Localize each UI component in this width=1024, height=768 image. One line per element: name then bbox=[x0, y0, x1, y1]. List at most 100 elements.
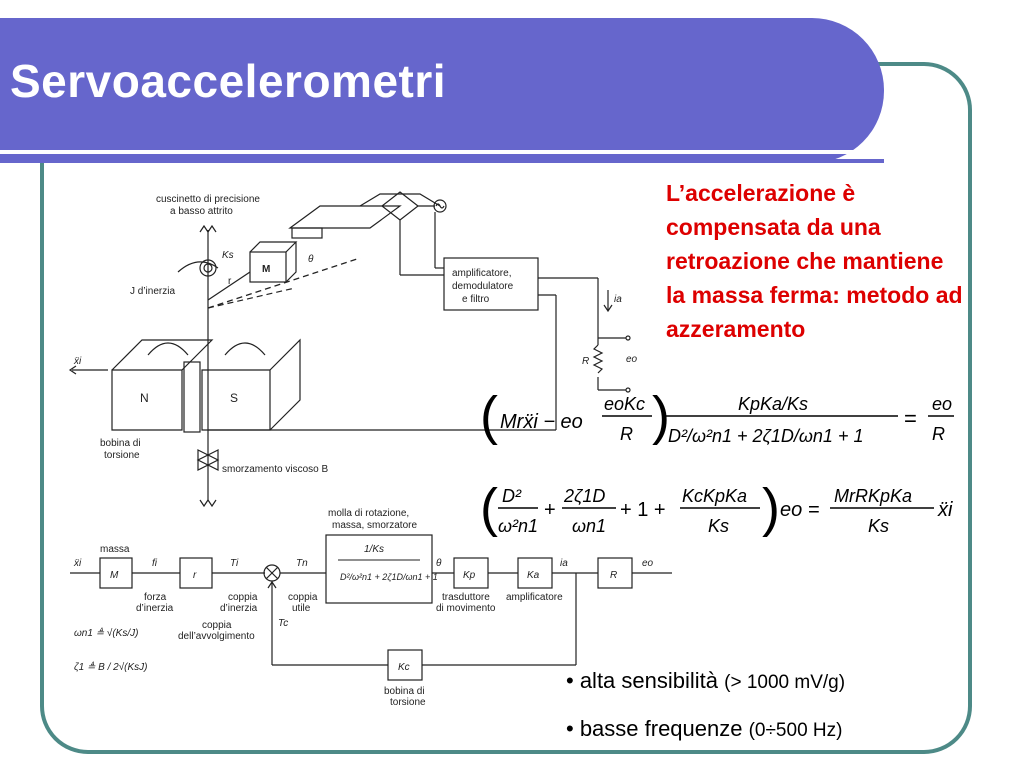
damper bbox=[196, 449, 220, 471]
resistor-R bbox=[592, 344, 604, 374]
bd-coppia-avv2: dell’avvolgimento bbox=[178, 631, 255, 642]
bullet-2-sub: (0÷500 Hz) bbox=[748, 720, 843, 741]
equation-2: ( D² ω²n1 + 2ζ1D ωn1 + 1 + KcKpKa Ks ) e… bbox=[480, 478, 953, 538]
mass-cube bbox=[249, 251, 287, 283]
bd-fi: fi bbox=[152, 558, 158, 569]
eq2-t1-num: D² bbox=[502, 486, 522, 506]
bd-trasd1: trasduttore bbox=[442, 592, 490, 603]
label-basso-attrito: a basso attrito bbox=[170, 206, 233, 217]
bullet-sensitivity: • alta sensibilità (> 1000 mV/g) bbox=[566, 668, 845, 694]
eq2-paren-close: ) bbox=[762, 478, 780, 538]
bd-coppia-utile2: utile bbox=[292, 603, 311, 614]
bd-tf-num: 1/Ks bbox=[364, 544, 384, 555]
bd-bob1: bobina di bbox=[384, 686, 425, 697]
bd-zeta: ζ1 ≜ B / 2√(KsJ) bbox=[74, 661, 148, 673]
bd-Ti: Ti bbox=[230, 558, 239, 569]
label-amp2: demodulatore bbox=[452, 281, 514, 292]
eq2-paren-open: ( bbox=[480, 478, 498, 538]
bd-forza1: forza bbox=[144, 592, 167, 603]
label-j-inerzia: J d’inerzia bbox=[130, 286, 175, 297]
eq2-rhs-den: Ks bbox=[868, 516, 889, 536]
title-underline bbox=[0, 150, 862, 154]
bd-r: r bbox=[193, 570, 197, 581]
bd-eo: eo bbox=[642, 558, 654, 569]
bd-Ka: Ka bbox=[527, 570, 540, 581]
eq1-paren-close: ) bbox=[652, 386, 670, 446]
eq2-t3-num: KcKpKa bbox=[682, 486, 747, 506]
bd-amplificatore: amplificatore bbox=[506, 592, 563, 603]
bd-trasd2: di movimento bbox=[436, 603, 496, 614]
title-bar bbox=[0, 18, 884, 163]
eq2-t3-den: Ks bbox=[708, 516, 729, 536]
bd-coppia1: coppia bbox=[228, 592, 258, 603]
slide-title: Servoaccelerometri bbox=[10, 55, 447, 107]
description-text: L’accelerazione è compensata da una retr… bbox=[666, 180, 963, 342]
magnet-N bbox=[111, 369, 183, 431]
label-bobina1: bobina di bbox=[100, 438, 141, 449]
label-theta: θ bbox=[308, 254, 314, 265]
label-smorzamento: smorzamento viscoso B bbox=[222, 464, 328, 475]
bd-molla1: molla di rotazione, bbox=[328, 508, 409, 519]
eq2-plus-one: + 1 + bbox=[620, 499, 666, 521]
sensor-plate bbox=[288, 205, 402, 229]
eq1-equals: = bbox=[904, 406, 917, 431]
label-ia: ia bbox=[614, 294, 622, 305]
amplifier-box bbox=[443, 257, 539, 311]
top-bearing bbox=[199, 224, 217, 234]
bd-Kp: Kp bbox=[463, 570, 476, 581]
ac-source bbox=[433, 199, 447, 213]
eq1-rhs-num: eo bbox=[932, 394, 952, 414]
bd-forza2: d’inerzia bbox=[136, 603, 174, 614]
label-S: S bbox=[230, 391, 238, 405]
eq1-frac1-den: R bbox=[620, 424, 633, 444]
slide-frame bbox=[40, 62, 972, 754]
eq2-t2-den: ωn1 bbox=[572, 516, 606, 536]
eq1-frac1-num: eoKc bbox=[604, 394, 645, 414]
label-xi: ẍi bbox=[73, 356, 82, 367]
eq1-frac2-den: D²/ω²n1 + 2ζ1D/ωn1 + 1 bbox=[668, 426, 863, 446]
block-transfer bbox=[325, 534, 433, 604]
label-r: r bbox=[228, 276, 232, 287]
bd-massa: massa bbox=[100, 544, 130, 555]
bullet-1-sub: (> 1000 mV/g) bbox=[724, 672, 846, 693]
label-bobina2: torsione bbox=[104, 450, 140, 461]
bullet-frequency: • basse frequenze (0÷500 Hz) bbox=[566, 716, 842, 742]
bd-Tn: Tn bbox=[296, 558, 308, 569]
bd-M: M bbox=[110, 570, 119, 581]
eq2-t1-den: ω²n1 bbox=[498, 516, 538, 536]
label-R: R bbox=[582, 356, 589, 367]
coil bbox=[183, 361, 201, 433]
bd-wn: ωn1 ≜ √(Ks/J) bbox=[74, 627, 138, 639]
bd-theta: θ bbox=[436, 558, 442, 569]
eq2-eo: eo = bbox=[780, 499, 819, 521]
bd-Kc: Kc bbox=[398, 662, 410, 673]
servoaccelerometer-diagram: cuscinetto di precisione a basso attrito… bbox=[68, 191, 672, 708]
bd-ia: ia bbox=[560, 558, 568, 569]
eq2-rhs-var: ẍi bbox=[937, 499, 953, 521]
eq1-frac2-num: KpKa/Ks bbox=[738, 394, 808, 414]
bd-coppia-utile1: coppia bbox=[288, 592, 318, 603]
bd-xi: ẍi bbox=[73, 558, 82, 569]
bd-coppia2: d’inerzia bbox=[220, 603, 258, 614]
label-N: N bbox=[140, 391, 149, 405]
label-amp1: amplificatore, bbox=[452, 268, 511, 279]
bullet-1-main: • alta sensibilità bbox=[566, 668, 725, 693]
label-cuscinetto: cuscinetto di precisione bbox=[156, 194, 260, 205]
spring-spiral bbox=[199, 259, 217, 277]
bd-coppia-avv1: coppia bbox=[202, 620, 232, 631]
bullet-2-main: • basse frequenze bbox=[566, 716, 749, 741]
svg-text:D²/ω²n1 + 2ζ1D/ωn1 + 1: D²/ω²n1 + 2ζ1D/ωn1 + 1 bbox=[340, 572, 438, 582]
eq2-rhs-num: MrRKpKa bbox=[834, 486, 912, 506]
eq1-paren-open: ( bbox=[480, 386, 498, 446]
bd-R: R bbox=[610, 570, 617, 581]
equation-1: ( Mrẍi − eo eoKc R ) KpKa/Ks D²/ω²n1 + 2… bbox=[480, 386, 954, 446]
eq1-left: Mrẍi − eo bbox=[500, 411, 583, 433]
bd-Tc: Tc bbox=[278, 618, 288, 629]
eq2-t2-num: 2ζ1D bbox=[563, 486, 605, 506]
eq1-rhs-den: R bbox=[932, 424, 945, 444]
bd-molla2: massa, smorzatore bbox=[332, 520, 417, 531]
arm-line bbox=[207, 271, 251, 301]
bottom-bearing bbox=[199, 498, 217, 508]
label-Ks: Ks bbox=[222, 250, 234, 261]
label-eo: eo bbox=[626, 354, 638, 365]
